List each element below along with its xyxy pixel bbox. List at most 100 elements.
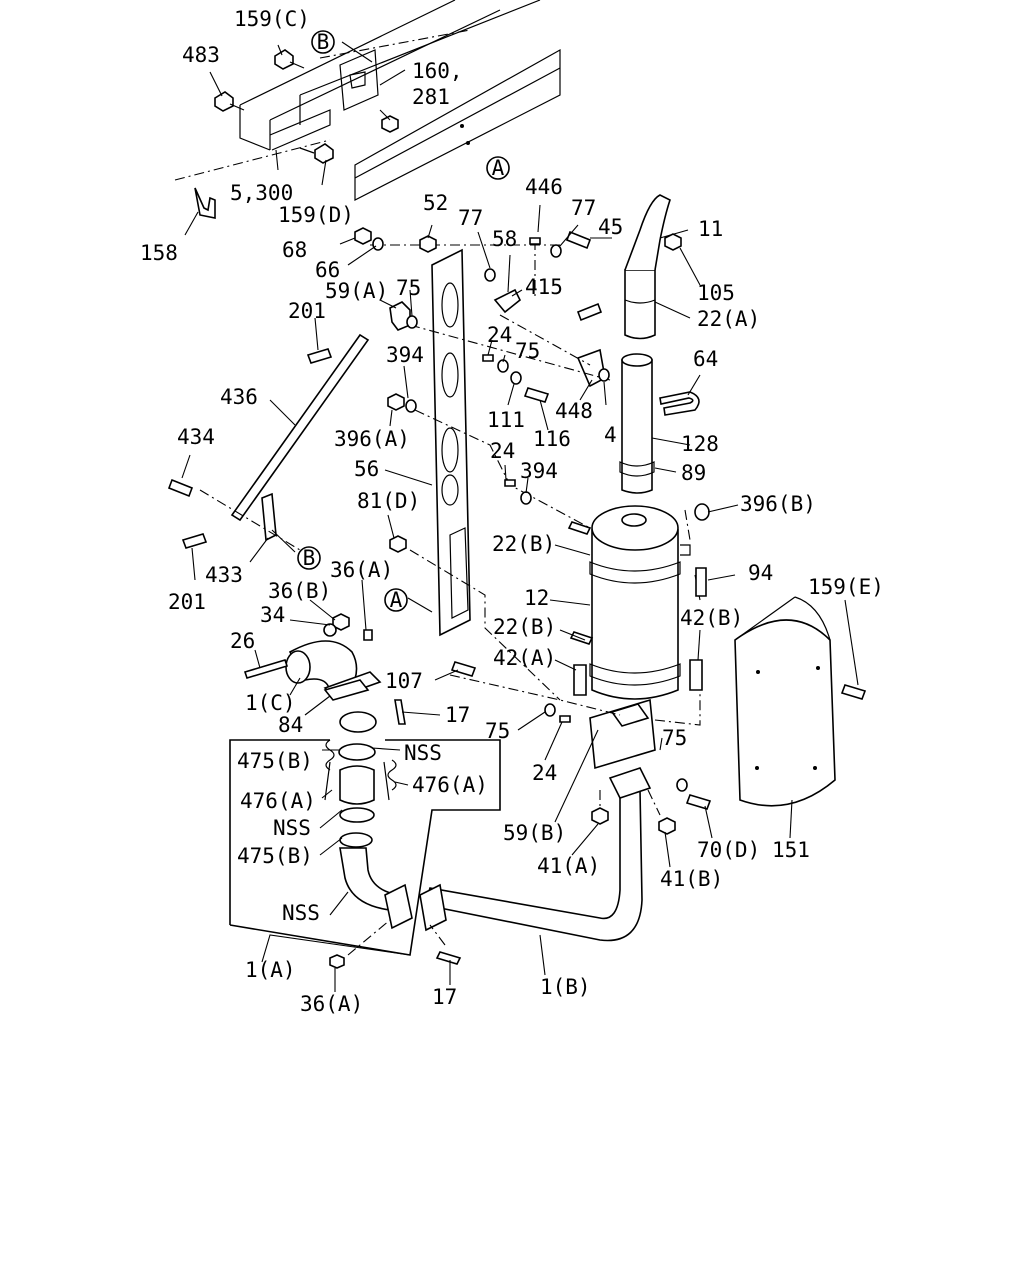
callout-nss-1: NSS	[404, 741, 442, 765]
callout-75b: 75	[515, 339, 540, 363]
ref-a-top: A	[492, 156, 505, 180]
callout-433: 433	[205, 563, 243, 587]
frame-rails	[174, 0, 561, 201]
muffler-12	[589, 505, 691, 700]
callout-1c: 1(C)	[245, 691, 296, 715]
callout-281: 281	[412, 85, 450, 109]
ref-b-top: B	[317, 30, 330, 54]
uclamp-64	[659, 391, 700, 416]
callout-41b: 41(B)	[660, 867, 723, 891]
callout-446: 446	[525, 175, 563, 199]
callout-89: 89	[681, 461, 706, 485]
callout-475b-1: 475(B)	[237, 749, 313, 773]
callout-448: 448	[555, 399, 593, 423]
callout-75c: 75	[485, 719, 510, 743]
callout-396b: 396(B)	[740, 492, 816, 516]
callout-22b-2: 22(B)	[493, 615, 556, 639]
callout-415: 415	[525, 275, 563, 299]
callout-45: 45	[598, 215, 623, 239]
callout-5300: 5,300	[230, 181, 293, 205]
callout-11: 11	[698, 217, 723, 241]
callout-24a: 24	[487, 323, 512, 347]
callout-434: 434	[177, 425, 215, 449]
callout-1a: 1(A)	[245, 958, 296, 982]
callout-84: 84	[278, 713, 303, 737]
heat-shield-151	[734, 596, 836, 807]
callout-58: 58	[492, 227, 517, 251]
callout-77b: 77	[571, 196, 596, 220]
callout-483: 483	[182, 43, 220, 67]
callout-105: 105	[697, 281, 735, 305]
callout-22b-1: 22(B)	[492, 532, 555, 556]
ref-b-mid: B	[303, 546, 316, 570]
callout-475b-2: 475(B)	[237, 844, 313, 868]
callout-159e: 159(E)	[808, 575, 884, 599]
flex-section	[324, 711, 390, 848]
callout-64: 64	[693, 347, 718, 371]
callout-75a: 75	[396, 276, 421, 300]
callout-12: 12	[524, 586, 549, 610]
callout-4: 4	[604, 423, 617, 447]
leader-lines	[181, 41, 859, 992]
flange-outlet	[610, 703, 650, 727]
callout-111: 111	[487, 408, 525, 432]
callout-42a: 42(A)	[493, 646, 556, 670]
callout-151: 151	[772, 838, 810, 862]
callout-22a: 22(A)	[697, 307, 760, 331]
callout-66: 66	[315, 258, 340, 282]
callout-68: 68	[282, 238, 307, 262]
callout-59a: 59(A)	[325, 279, 388, 303]
callout-77a: 77	[458, 206, 483, 230]
centre-lines	[199, 240, 701, 956]
callout-201a: 201	[288, 299, 326, 323]
callout-17a: 17	[445, 703, 470, 727]
callout-201b: 201	[168, 590, 206, 614]
group-frame-1a	[229, 739, 501, 956]
callout-394b: 394	[520, 459, 558, 483]
bracket-158	[194, 187, 216, 219]
callout-17b: 17	[432, 985, 457, 1009]
callout-159c: 159(C)	[234, 7, 310, 31]
callout-70d: 70(D)	[697, 838, 760, 862]
callout-nss-3: NSS	[282, 901, 320, 925]
callout-24c: 24	[532, 761, 557, 785]
flange-1a	[384, 883, 413, 930]
callout-159d: 159(D)	[278, 203, 354, 227]
tailpipe-11	[624, 194, 671, 340]
pipe-128	[619, 353, 655, 494]
callout-436: 436	[220, 385, 258, 409]
bracket-56	[431, 248, 471, 637]
callout-394a: 394	[386, 343, 424, 367]
callout-26: 26	[230, 629, 255, 653]
callout-56: 56	[354, 457, 379, 481]
callout-396a: 396(A)	[334, 427, 410, 451]
callout-nss-2: NSS	[273, 816, 311, 840]
callout-36a-2: 36(A)	[300, 992, 363, 1016]
fasteners	[167, 227, 867, 969]
callout-41a: 41(A)	[537, 854, 600, 878]
callout-107: 107	[385, 669, 423, 693]
ref-a-mid: A	[390, 588, 403, 612]
callout-116: 116	[533, 427, 571, 451]
callout-labels: 159(C) B 483 160, 281 A 5,300 159(D) 158…	[140, 7, 884, 1016]
callout-24b: 24	[490, 439, 515, 463]
top-fasteners	[214, 49, 399, 164]
callout-75d: 75	[662, 726, 687, 750]
callout-1b: 1(B)	[540, 975, 591, 999]
callout-476a-1: 476(A)	[240, 789, 316, 813]
callout-59b: 59(B)	[503, 821, 566, 845]
pipe-1b	[419, 767, 652, 942]
callout-36a-1: 36(A)	[330, 558, 393, 582]
callout-128: 128	[681, 432, 719, 456]
callout-42b: 42(B)	[680, 606, 743, 630]
gasket-84	[323, 679, 370, 701]
callout-36b: 36(B)	[268, 579, 331, 603]
brace-436	[230, 333, 370, 542]
callout-158: 158	[140, 241, 178, 265]
callout-34: 34	[260, 603, 285, 627]
callout-52: 52	[423, 191, 448, 215]
callout-81d: 81(D)	[357, 489, 420, 513]
callout-160: 160,	[412, 59, 463, 83]
